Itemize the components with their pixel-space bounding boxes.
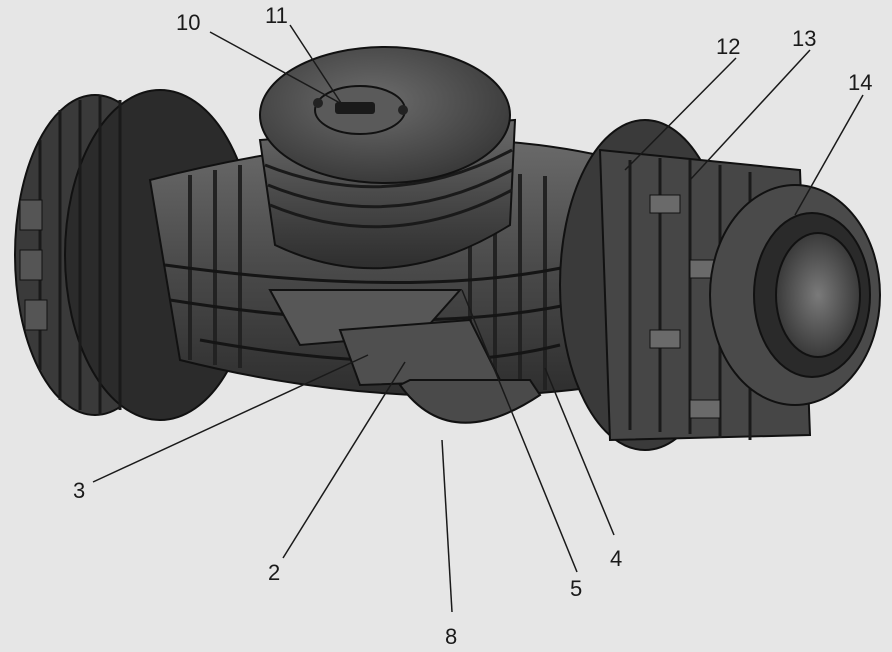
- leader-3: [92, 354, 369, 483]
- end-connector: [709, 184, 881, 406]
- stem-slot: [335, 102, 375, 114]
- part-label-14: 14: [848, 70, 873, 95]
- cap-hole-left: [313, 98, 323, 108]
- bottom-boss: [398, 379, 542, 424]
- leader-10: [209, 31, 341, 104]
- part-label-5: 5: [570, 576, 583, 601]
- part-label-12: 12: [716, 34, 741, 59]
- leader-4: [544, 367, 615, 536]
- cap-hole-right: [398, 105, 408, 115]
- leader-12: [624, 57, 737, 171]
- top-bonnet: [258, 46, 517, 270]
- leader-lines: [92, 24, 864, 613]
- leader-13: [689, 49, 811, 181]
- part-label-2: 2: [268, 560, 281, 585]
- leader-8: [441, 439, 453, 613]
- leader-11: [289, 24, 344, 107]
- leader-5: [461, 289, 578, 573]
- part-label-13: 13: [792, 26, 817, 51]
- leader-14: [794, 94, 864, 216]
- leader-2: [282, 361, 406, 559]
- part-label-8: 8: [445, 624, 458, 649]
- part-label-4: 4: [610, 546, 623, 571]
- part-label-11: 11: [265, 3, 288, 28]
- part-label-10: 10: [176, 10, 201, 35]
- part-label-3: 3: [73, 478, 86, 503]
